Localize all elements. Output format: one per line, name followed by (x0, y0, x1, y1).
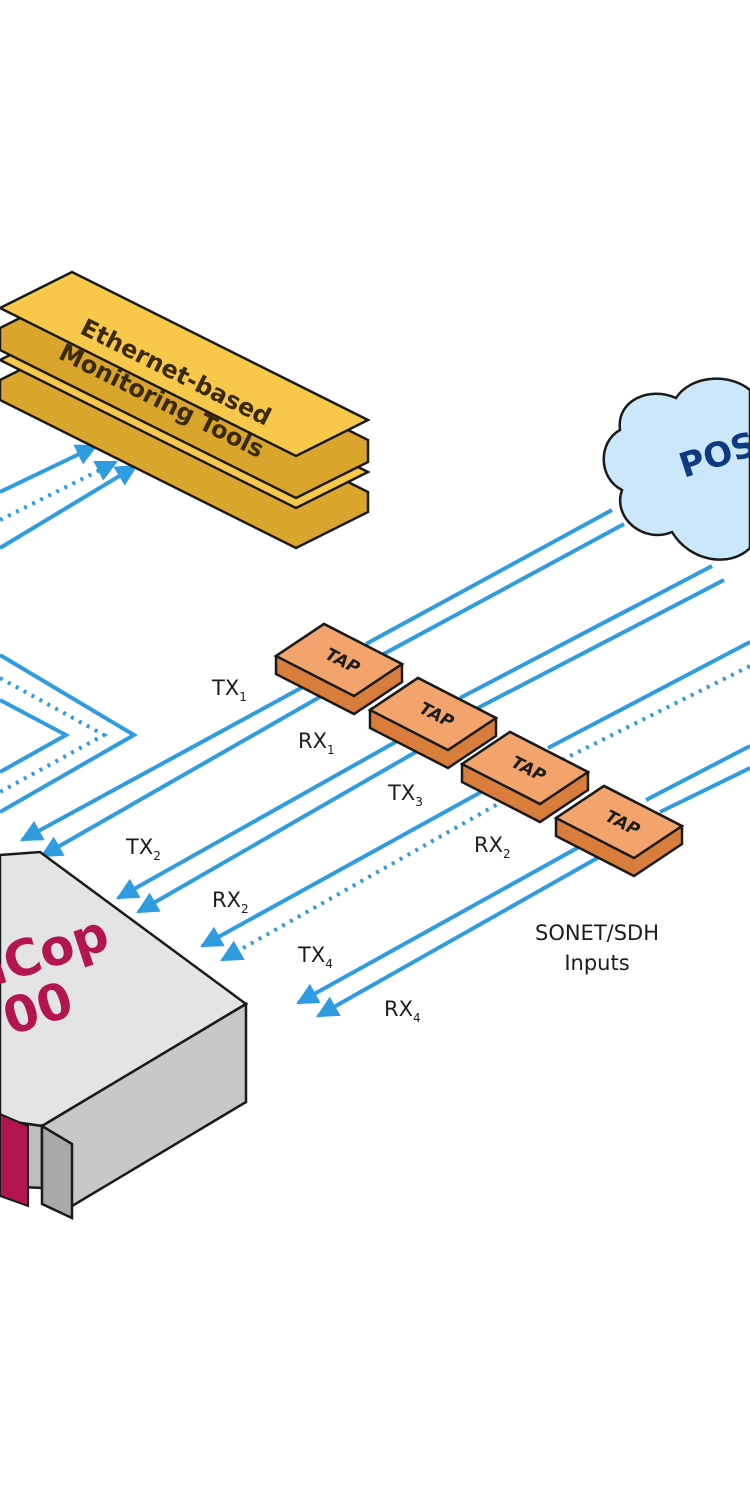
tap2-tx-line (116, 733, 409, 900)
tap1-tx-line (20, 680, 313, 842)
tool-connections (0, 444, 138, 550)
loop-connections (0, 653, 138, 814)
tool-link-solid-1 (0, 444, 98, 494)
link-label-rx4: RX4 (384, 997, 421, 1025)
tap-1: TAP (273, 622, 405, 716)
loop-line-inner (0, 698, 71, 774)
cloud-connections (365, 508, 750, 814)
link-label-rx2-left: RX2 (212, 888, 249, 916)
link-label-tx2: TX2 (125, 835, 161, 863)
link-label-rx2-right: RX2 (474, 833, 511, 861)
tool-link-solid-2 (0, 464, 138, 550)
loop-line-outer (0, 653, 138, 814)
tap3-rx-line (220, 794, 513, 962)
monitoring-device: iCop 00 (0, 850, 249, 1220)
loop-line-dotted (0, 676, 109, 794)
link-labels: TX1 RX1 TX3 TX2 RX2 RX2 TX4 RX4 (125, 676, 511, 1025)
tap1-rx-line (40, 688, 333, 858)
pos-cloud: POS (602, 377, 750, 561)
inputs-line2: Inputs (564, 951, 629, 975)
tap4-tx-line (296, 840, 589, 1005)
tap3-tx-line (200, 784, 493, 948)
tap4-rx-line (316, 850, 609, 1018)
tap2-rx-line (136, 743, 429, 914)
inputs-caption: SONET/SDH Inputs (535, 921, 659, 975)
monitoring-tools: Ethernet-based Monitoring Tools (0, 270, 371, 550)
tool-link-dotted (0, 460, 118, 522)
link-label-tx3: TX3 (387, 781, 423, 809)
inputs-line1: SONET/SDH (535, 921, 659, 945)
link-label-tx4: TX4 (297, 943, 333, 971)
tap-4: TAP (553, 784, 685, 878)
link-label-tx1: TX1 (211, 676, 247, 704)
tap-2: TAP (367, 676, 499, 770)
device-connections (20, 680, 609, 1018)
link-label-rx1: RX1 (298, 729, 335, 757)
tap-3: TAP (459, 730, 591, 824)
